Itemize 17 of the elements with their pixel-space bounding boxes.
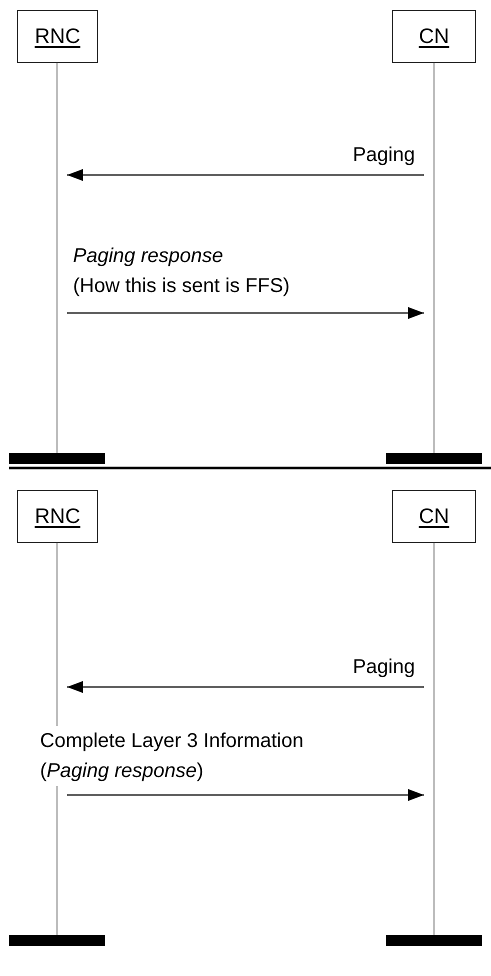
lifeline-end-bar xyxy=(386,935,482,946)
message-arrow xyxy=(67,681,424,693)
entity-box xyxy=(17,490,98,543)
message-arrow xyxy=(67,307,424,319)
lifeline-end-bar xyxy=(9,453,105,464)
message-label: Complete Layer 3 Information (Paging response) xyxy=(40,726,304,786)
entity-name: RNC xyxy=(34,24,80,48)
entity-box xyxy=(392,10,476,63)
entity-box xyxy=(392,490,476,543)
entity-name: CN xyxy=(418,24,450,48)
lifeline-end-bar xyxy=(386,453,482,464)
message-arrow xyxy=(67,169,424,181)
entity-box xyxy=(17,10,98,63)
entity-name: RNC xyxy=(34,504,80,528)
entity-name: CN xyxy=(418,504,450,528)
message-arrow xyxy=(67,789,424,801)
lifeline-end-bar xyxy=(9,935,105,946)
